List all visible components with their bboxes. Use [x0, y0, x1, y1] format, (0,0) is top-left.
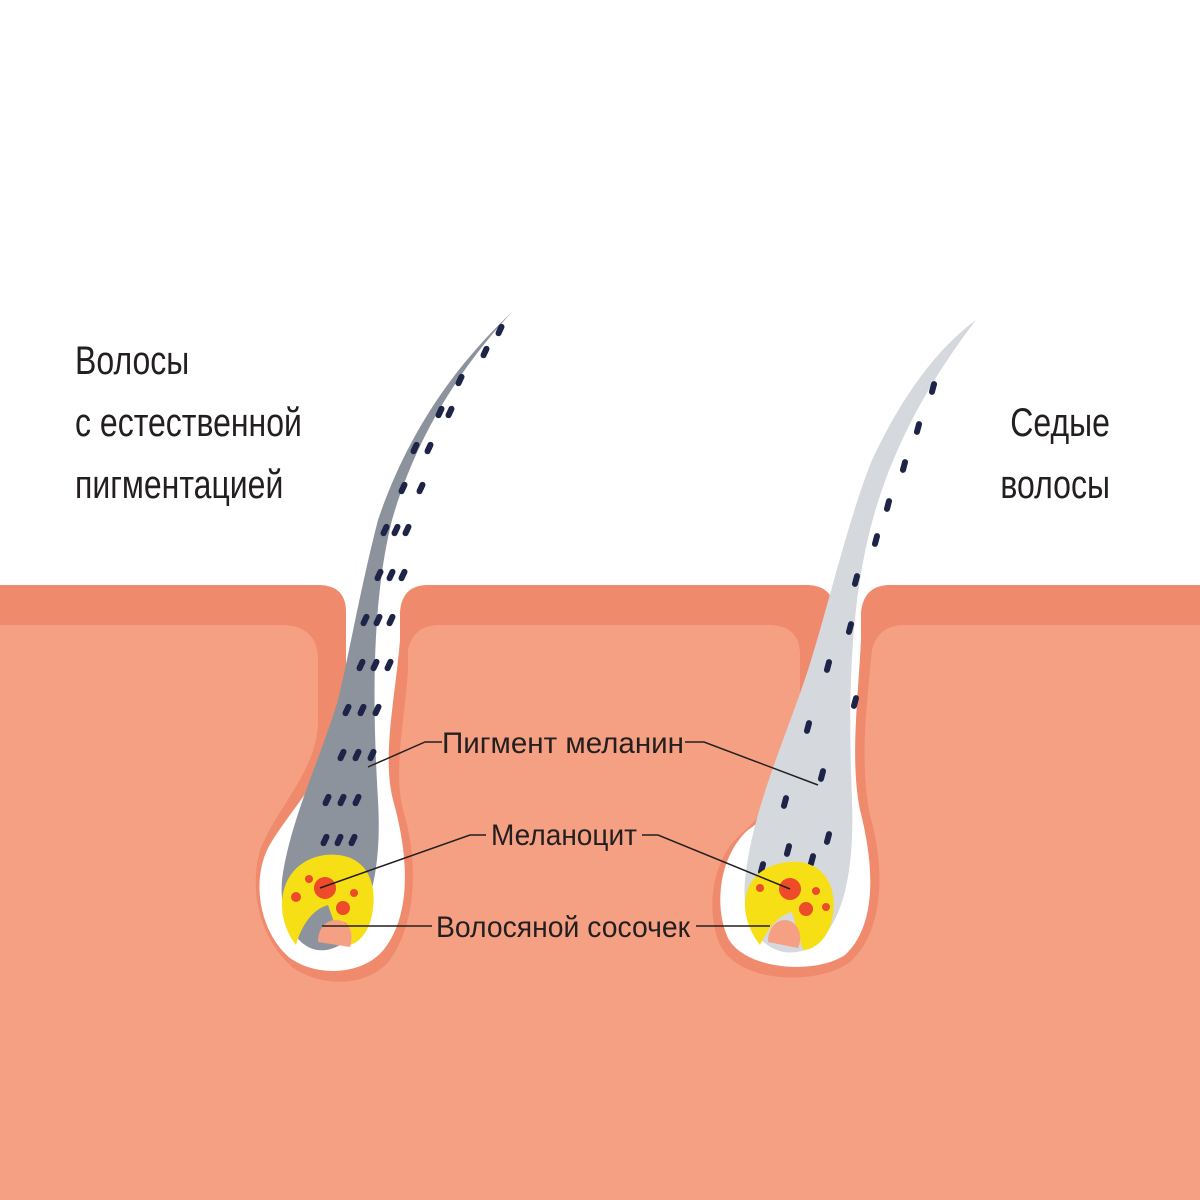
melanocyte-cell: [799, 902, 813, 916]
melanin-granule: [445, 405, 455, 419]
melanin-granule: [410, 441, 420, 455]
melanin-granule: [435, 405, 445, 419]
melanin-granule: [850, 695, 860, 709]
melanin-granule: [337, 748, 347, 762]
melanin-granule: [424, 441, 434, 455]
melanin-granule: [337, 793, 347, 807]
melanin-granule: [386, 568, 396, 582]
melanocyte-cell: [350, 889, 358, 897]
melanin-granule: [480, 345, 490, 359]
melanin-granule: [402, 523, 412, 537]
pigmented-hair-shaft: [281, 312, 512, 951]
melanin-granule: [495, 323, 505, 337]
gray-hair-shaft: [744, 320, 976, 953]
melanocyte-cell: [812, 887, 820, 895]
melanin-granule: [357, 703, 367, 717]
melanin-granule: [367, 748, 377, 762]
melanin-granule: [416, 481, 426, 495]
melanin-granule: [391, 523, 401, 537]
melanin-granule: [398, 568, 408, 582]
leader-lines: [319, 741, 819, 927]
melanin-granule: [342, 703, 352, 717]
melanin-granule: [352, 793, 362, 807]
label-melanin: Пигмент меланин: [442, 727, 684, 760]
skin-inner-layer: [0, 625, 1200, 1200]
melanocyte-cell: [336, 901, 350, 915]
title-line: пигментацией: [75, 463, 284, 507]
leader-melanin-right: [685, 741, 819, 786]
title-line: Волосы: [75, 339, 190, 383]
melanin-granule: [348, 833, 358, 847]
melanocyte-bulb-right: [745, 861, 834, 950]
title-pigmented-hair: Волосы с естественной пигментацией: [75, 330, 302, 516]
leader-melanocyte-right: [642, 834, 791, 890]
melanin-granule: [398, 481, 408, 495]
melanin-granule: [373, 613, 383, 627]
melanin-granule: [334, 833, 344, 847]
melanin-granule: [817, 768, 827, 782]
title-gray-hair: Седые волосы: [1000, 392, 1110, 516]
melanin-granule: [360, 613, 370, 627]
leader-melanocyte-left: [319, 834, 486, 889]
melanin-granule: [380, 523, 390, 537]
hair-papilla-right: [768, 919, 801, 948]
melanin-granule: [928, 381, 938, 395]
melanin-granule: [871, 533, 881, 547]
melanin-granule: [851, 573, 861, 587]
melanin-granule: [823, 831, 833, 845]
melanin-granule: [386, 613, 396, 627]
label-hair-papilla: Волосяной сосочек: [436, 911, 691, 944]
melanocyte-cell: [822, 903, 830, 911]
melanin-granule: [356, 658, 366, 672]
melanin-granule: [803, 720, 813, 734]
title-line: волосы: [1000, 463, 1110, 507]
melanin-granule: [455, 373, 465, 387]
melanocyte-cell: [305, 875, 313, 883]
melanin-granule: [372, 703, 382, 717]
melanin-granule: [780, 795, 790, 809]
melanocyte-cell: [291, 892, 301, 902]
melanin-granule: [807, 853, 817, 867]
title-line: Седые: [1010, 401, 1110, 445]
melanocyte-cell: [314, 877, 336, 899]
melanin-granule: [384, 658, 394, 672]
melanin-granules-sparse: [757, 381, 938, 875]
melanocyte-cell: [756, 884, 764, 892]
melanin-granule: [883, 498, 893, 512]
melanin-granule: [823, 659, 833, 673]
melanin-granule: [374, 568, 384, 582]
melanin-granule: [899, 459, 909, 473]
melanin-granule: [322, 793, 332, 807]
melanin-granule: [845, 621, 855, 635]
melanin-granule: [783, 843, 793, 857]
melanin-granule: [370, 658, 380, 672]
melanin-granule: [320, 833, 330, 847]
melanin-granule: [913, 421, 923, 435]
label-melanocyte: Меланоцит: [491, 819, 637, 852]
melanin-granule: [352, 748, 362, 762]
title-line: с естественной: [75, 401, 302, 445]
leader-melanin-left: [367, 741, 442, 768]
